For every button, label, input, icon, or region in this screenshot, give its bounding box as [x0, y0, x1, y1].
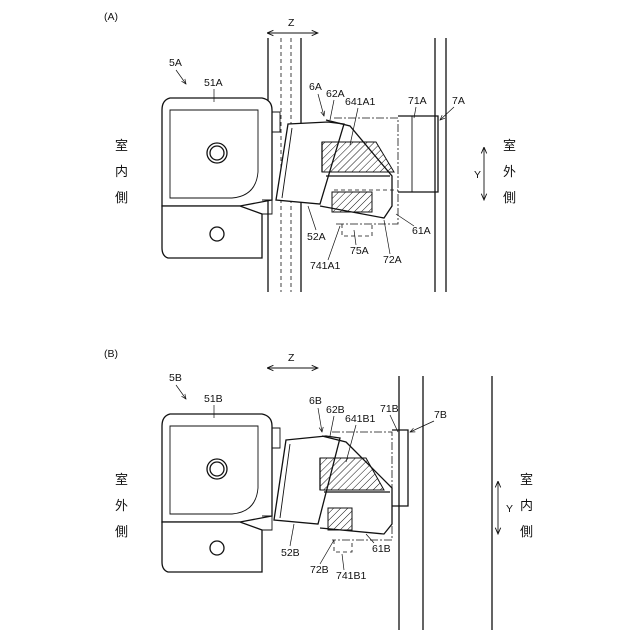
ref-label: 6B — [309, 395, 322, 407]
ref-label: 7B — [434, 409, 447, 421]
leader-line — [440, 107, 454, 120]
side-left-char-3: 側 — [115, 525, 128, 540]
ref-label: 641B1 — [345, 413, 376, 425]
receiver-block — [398, 116, 438, 192]
ref-label: 6A — [309, 81, 322, 93]
panel-a-label: (A) — [104, 11, 118, 23]
y-axis-label: Y — [506, 503, 513, 515]
leader-line — [330, 416, 334, 436]
leader-line — [290, 524, 294, 546]
leader-line — [176, 70, 186, 84]
ref-label: 72B — [310, 564, 329, 576]
leader-line — [410, 421, 434, 432]
leader-line — [318, 94, 324, 116]
z-axis-label: Z — [288, 352, 295, 364]
handle-lower-block — [162, 522, 262, 572]
ref-label: 72A — [383, 254, 402, 266]
latch-cam — [322, 142, 394, 172]
side-right-char-2: 内 — [520, 498, 533, 514]
handle-body — [162, 98, 272, 206]
panel-b: (B) Z Y 室 外 — [104, 348, 533, 630]
ref-label: 641A1 — [345, 96, 376, 108]
handle-lower-block — [162, 206, 262, 258]
latch-cam — [320, 458, 384, 490]
ref-label: 71B — [380, 403, 399, 415]
leader-line — [396, 214, 414, 226]
keeper-hidden-outline — [334, 540, 352, 552]
ref-label: 52B — [281, 547, 300, 559]
panel-a: (A) Z — [104, 11, 516, 292]
ref-label: 62B — [326, 404, 345, 416]
side-right-char-3: 側 — [520, 525, 533, 540]
z-axis-label: Z — [288, 17, 295, 29]
ref-label: 62A — [326, 88, 345, 100]
ref-label: 51B — [204, 393, 223, 405]
ref-label: 741B1 — [336, 570, 367, 582]
ref-label: 75A — [350, 245, 369, 257]
leader-line — [318, 408, 322, 432]
ref-label: 61B — [372, 543, 391, 555]
ref-label: 52A — [307, 231, 326, 243]
leader-line — [328, 226, 340, 260]
side-left-char-3: 側 — [115, 191, 128, 206]
ref-label: 71A — [408, 95, 427, 107]
handle-tab — [272, 428, 280, 448]
side-left-char-1: 室 — [115, 472, 128, 488]
handle-body — [162, 414, 272, 522]
side-right-char-3: 側 — [503, 191, 516, 206]
ref-label: 51A — [204, 77, 223, 89]
leader-line — [384, 220, 390, 254]
side-left-char-1: 室 — [115, 138, 128, 154]
side-right-char-1: 室 — [503, 138, 516, 154]
handle-tab — [272, 112, 280, 132]
leader-line — [320, 540, 334, 564]
panel-b-label: (B) — [104, 348, 118, 360]
keeper-hidden-outline — [342, 224, 372, 236]
ref-label: 7A — [452, 95, 465, 107]
leader-line — [308, 206, 316, 230]
leader-line — [342, 554, 344, 570]
y-axis-label: Y — [474, 169, 481, 181]
side-left-char-2: 外 — [115, 499, 128, 514]
side-right-char-1: 室 — [520, 472, 533, 488]
ref-label: 741A1 — [310, 260, 341, 272]
ref-label: 61A — [412, 225, 431, 237]
leader-line — [354, 230, 356, 245]
receiver-block — [392, 430, 408, 506]
side-left-char-2: 内 — [115, 164, 128, 180]
leader-line — [176, 385, 186, 399]
latch-lower-block — [328, 508, 352, 530]
ref-label: 5B — [169, 372, 182, 384]
leader-line — [330, 100, 334, 120]
leader-line — [366, 534, 374, 543]
side-right-char-2: 外 — [503, 165, 516, 180]
ref-label: 5A — [169, 57, 182, 69]
